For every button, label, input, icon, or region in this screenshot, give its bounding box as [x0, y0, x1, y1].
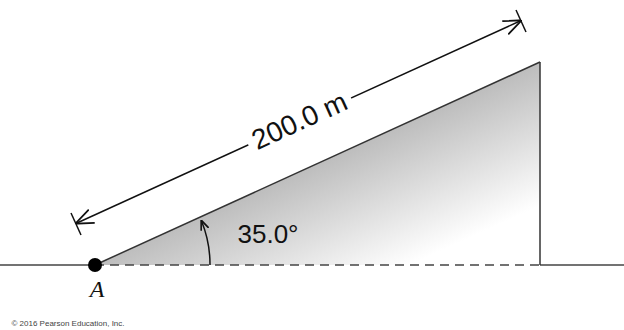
- angle-arc: [202, 221, 211, 265]
- dimension-tick: [516, 10, 526, 32]
- ground-line: [540, 264, 624, 266]
- ground-line: [0, 264, 95, 266]
- dimension-line: [77, 21, 520, 223]
- dimension-tick: [71, 213, 81, 235]
- dimension-label: 200.0 m: [242, 84, 357, 158]
- incline-wall: [539, 62, 541, 265]
- point-label: A: [90, 277, 105, 301]
- incline-shading: [95, 62, 540, 265]
- angle-label: 35.0°: [237, 221, 298, 247]
- dashed-baseline: [95, 264, 540, 266]
- point-dot: [88, 258, 102, 272]
- copyright-note: © 2016 Pearson Education, Inc.: [11, 320, 124, 328]
- incline-surface: [95, 62, 540, 265]
